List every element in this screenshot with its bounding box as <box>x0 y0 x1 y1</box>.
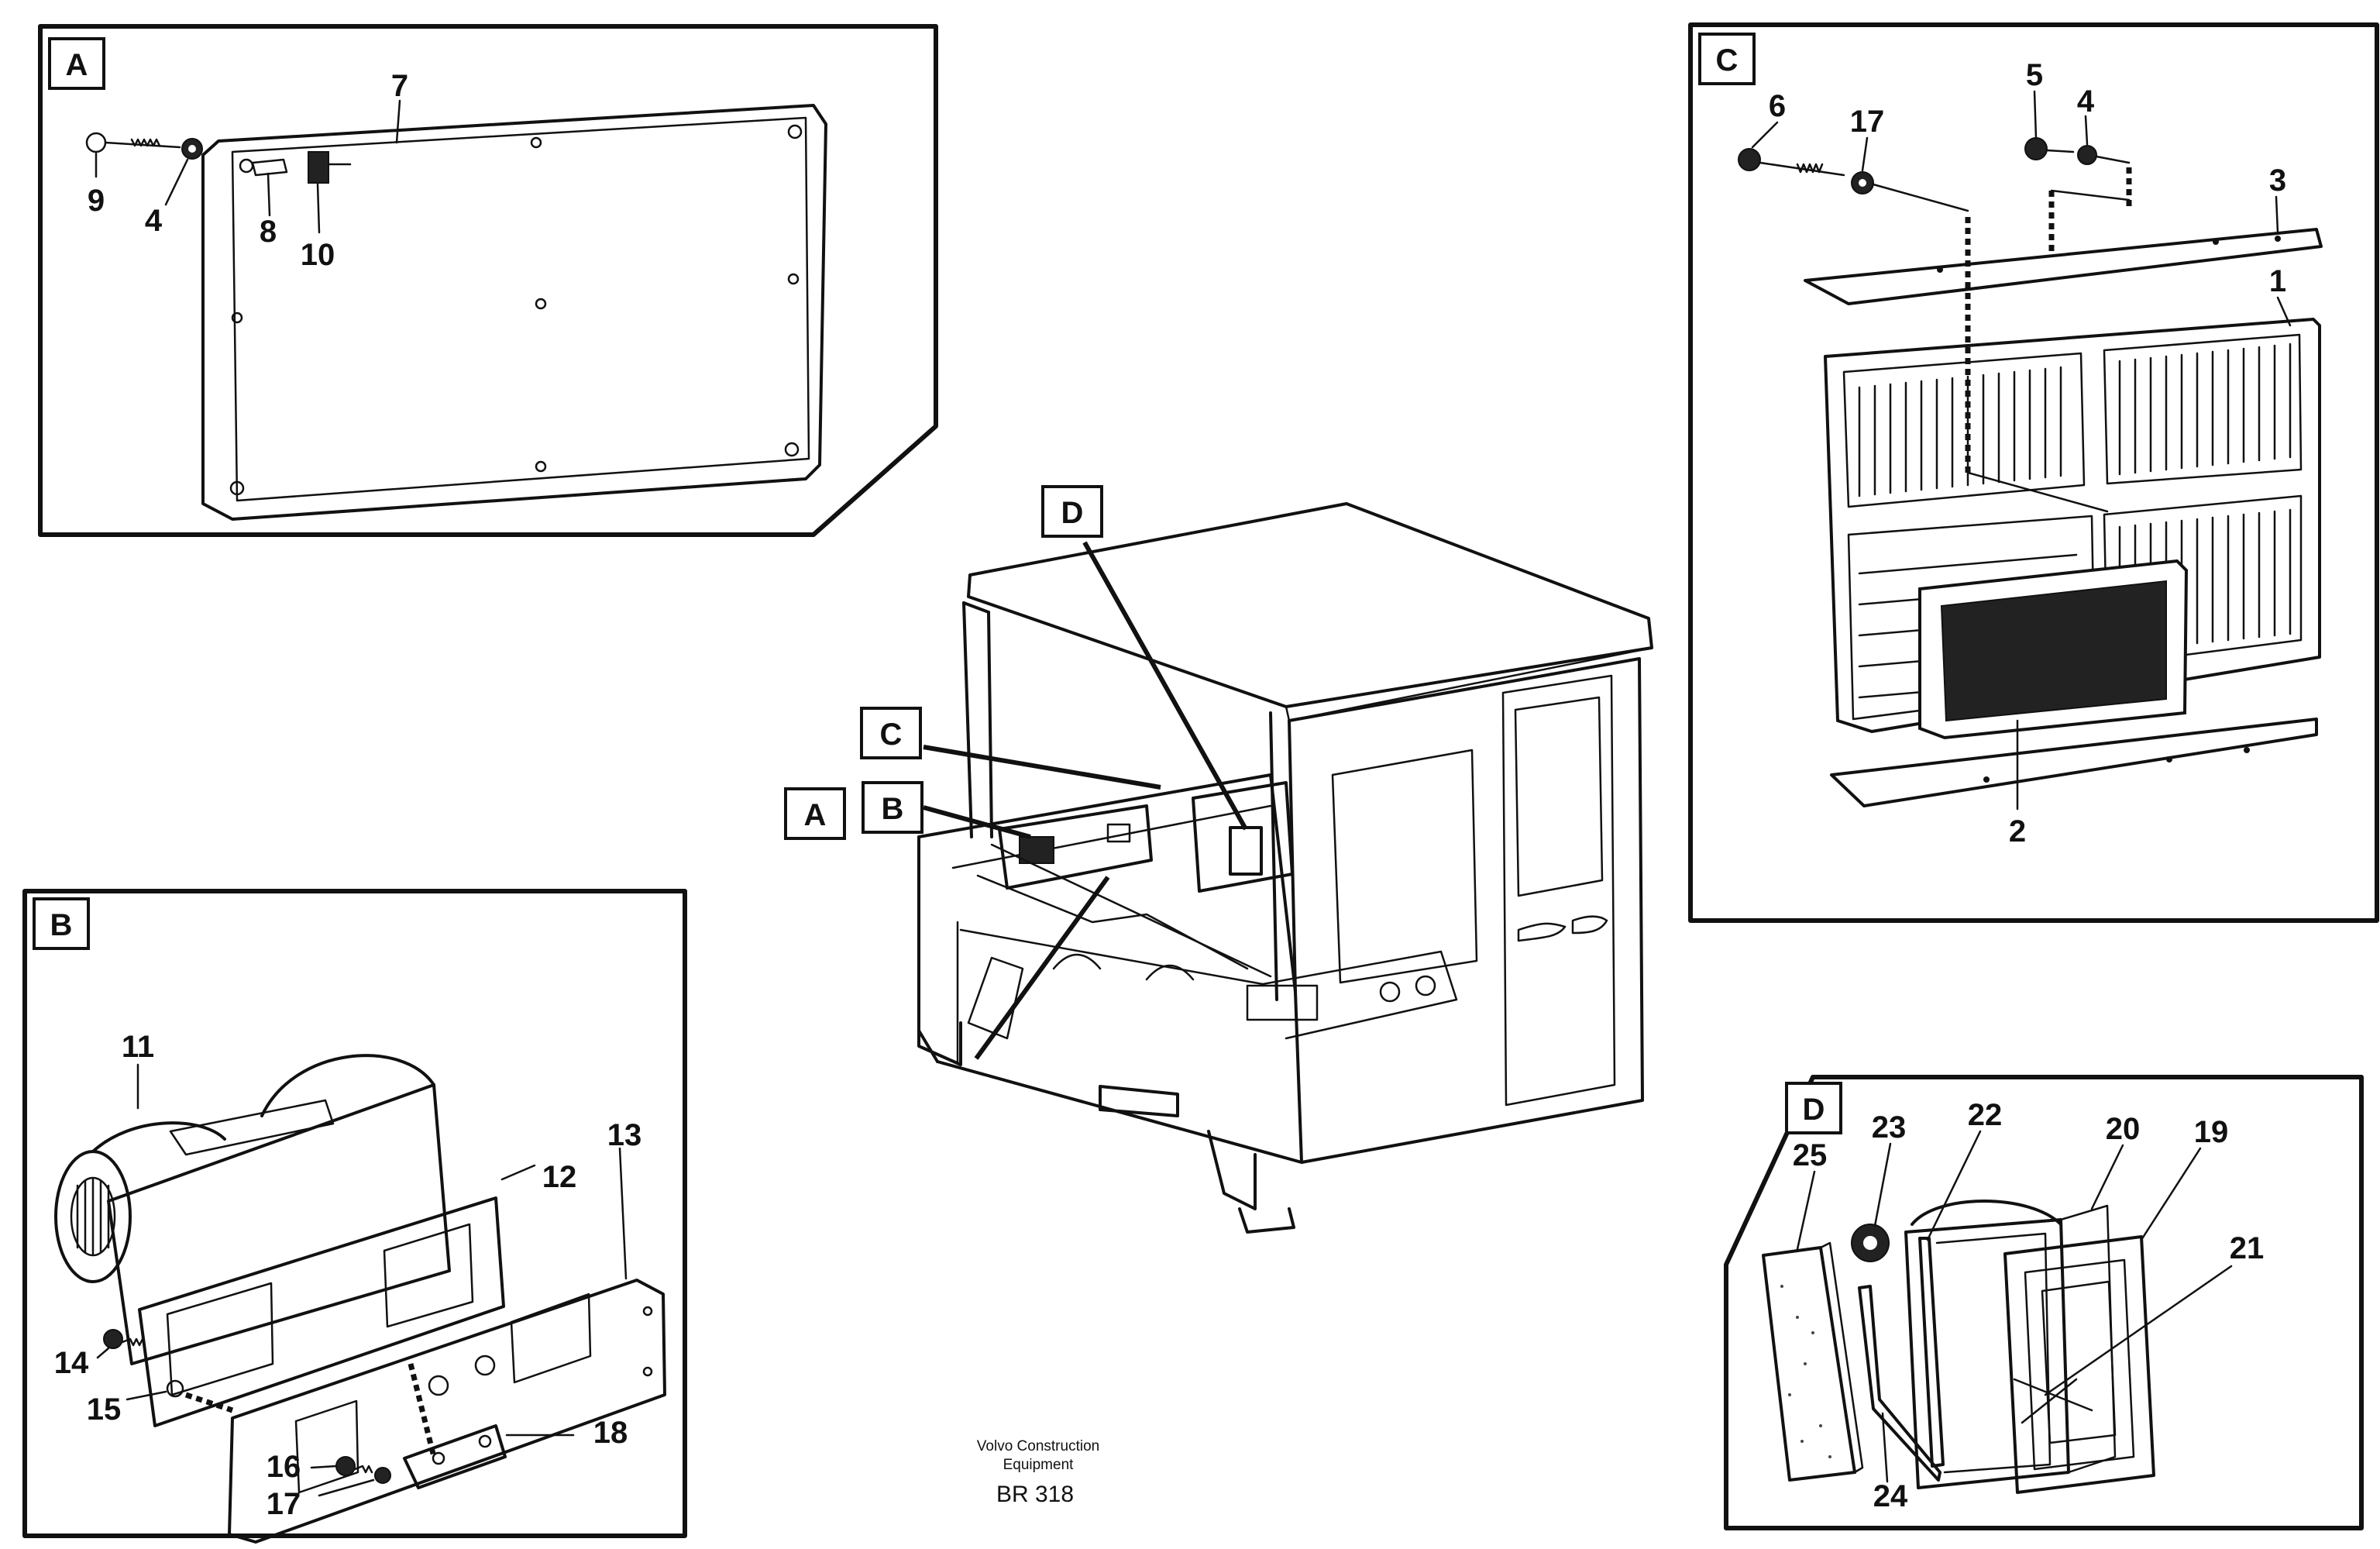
callout-c-17: 17 <box>1850 105 1885 139</box>
panel-b-frame <box>22 889 687 1538</box>
panel-d-frame <box>1724 1075 2364 1530</box>
gasket-12 <box>138 1196 505 1427</box>
cover-plate-13 <box>228 1279 666 1544</box>
callout-b-18: 18 <box>593 1416 628 1450</box>
panel-a-tag-box <box>48 37 105 90</box>
rail-3 <box>1804 228 2323 305</box>
housing-20 <box>1904 1200 2117 1489</box>
callout-d-22: 22 <box>1968 1098 2003 1132</box>
callout-d-19: 19 <box>2194 1115 2229 1149</box>
callout-c-2: 2 <box>2009 814 2026 849</box>
callout-d-20: 20 <box>2106 1112 2141 1146</box>
callout-b-11: 11 <box>122 1030 154 1064</box>
callout-a-7: 7 <box>391 69 408 103</box>
footer: Volvo Construction Equipment BR 318 <box>977 1438 1099 1507</box>
callout-c-6: 6 <box>1769 89 1786 123</box>
callout-b-17: 17 <box>267 1487 301 1521</box>
panel-b: B <box>22 889 687 1544</box>
foam-pad-25 <box>1762 1246 1856 1482</box>
cab-tag-b: B <box>882 792 904 826</box>
footer-line-1: Volvo Construction <box>977 1438 1099 1454</box>
callout-a-4: 4 <box>145 204 163 238</box>
callout-d-21: 21 <box>2230 1231 2265 1265</box>
callout-c-4: 4 <box>2077 84 2095 119</box>
panel-c: C <box>1688 22 2379 923</box>
callout-b-16: 16 <box>267 1450 301 1484</box>
cab-overview: D C A B <box>784 485 1653 1234</box>
gasket-22 <box>1918 1237 1945 1468</box>
callout-c-1: 1 <box>2269 264 2286 298</box>
callout-c-3: 3 <box>2269 164 2286 198</box>
callout-b-12: 12 <box>542 1160 577 1194</box>
callout-a-10: 10 <box>301 238 335 272</box>
cab-tag-c-box <box>860 707 922 759</box>
filter-frame-1 <box>1824 318 2321 733</box>
panel-d-tag-box <box>1785 1082 1842 1134</box>
callout-c-5: 5 <box>2026 58 2043 92</box>
lower-rail <box>1830 718 2318 807</box>
callout-a-9: 9 <box>88 184 105 218</box>
callout-d-25: 25 <box>1793 1138 1828 1172</box>
callout-a-8: 8 <box>260 215 277 249</box>
callout-d-23: 23 <box>1872 1110 1907 1145</box>
blower-fan-11 <box>54 1054 451 1365</box>
panel-b-tag-box <box>33 897 90 950</box>
panel-a: A 7 9 4 8 <box>38 24 938 537</box>
bracket-18 <box>403 1424 507 1489</box>
panel-c-tag: C <box>1716 43 1739 77</box>
panel-c-tag-box <box>1698 33 1756 85</box>
panel-a-tag: A <box>66 48 88 82</box>
gasket-24 <box>1858 1285 1941 1482</box>
panel-d: D <box>1724 1075 2364 1530</box>
callout-b-15: 15 <box>87 1392 122 1427</box>
footer-code: BR 318 <box>996 1482 1074 1507</box>
cab-tag-a-box <box>784 787 846 840</box>
callout-b-13: 13 <box>607 1118 642 1152</box>
cab-tag-a: A <box>804 798 827 832</box>
panel-b-tag: B <box>50 908 73 942</box>
panel-a-frame <box>38 24 938 537</box>
cab-tag-d: D <box>1061 496 1084 530</box>
cab-tag-d-box <box>1041 485 1103 538</box>
panel-d-tag: D <box>1803 1093 1825 1127</box>
panel-c-frame <box>1688 22 2379 923</box>
filter-element-2 <box>1918 559 2189 740</box>
callout-d-24: 24 <box>1873 1479 1908 1513</box>
cover-plate-7 <box>201 104 827 521</box>
footer-line-2: Equipment <box>1003 1457 1075 1473</box>
frame-19 <box>2003 1235 2155 1494</box>
cab-tag-b-box <box>862 781 923 834</box>
callout-b-14: 14 <box>54 1346 89 1380</box>
cab-tag-c: C <box>880 718 903 752</box>
